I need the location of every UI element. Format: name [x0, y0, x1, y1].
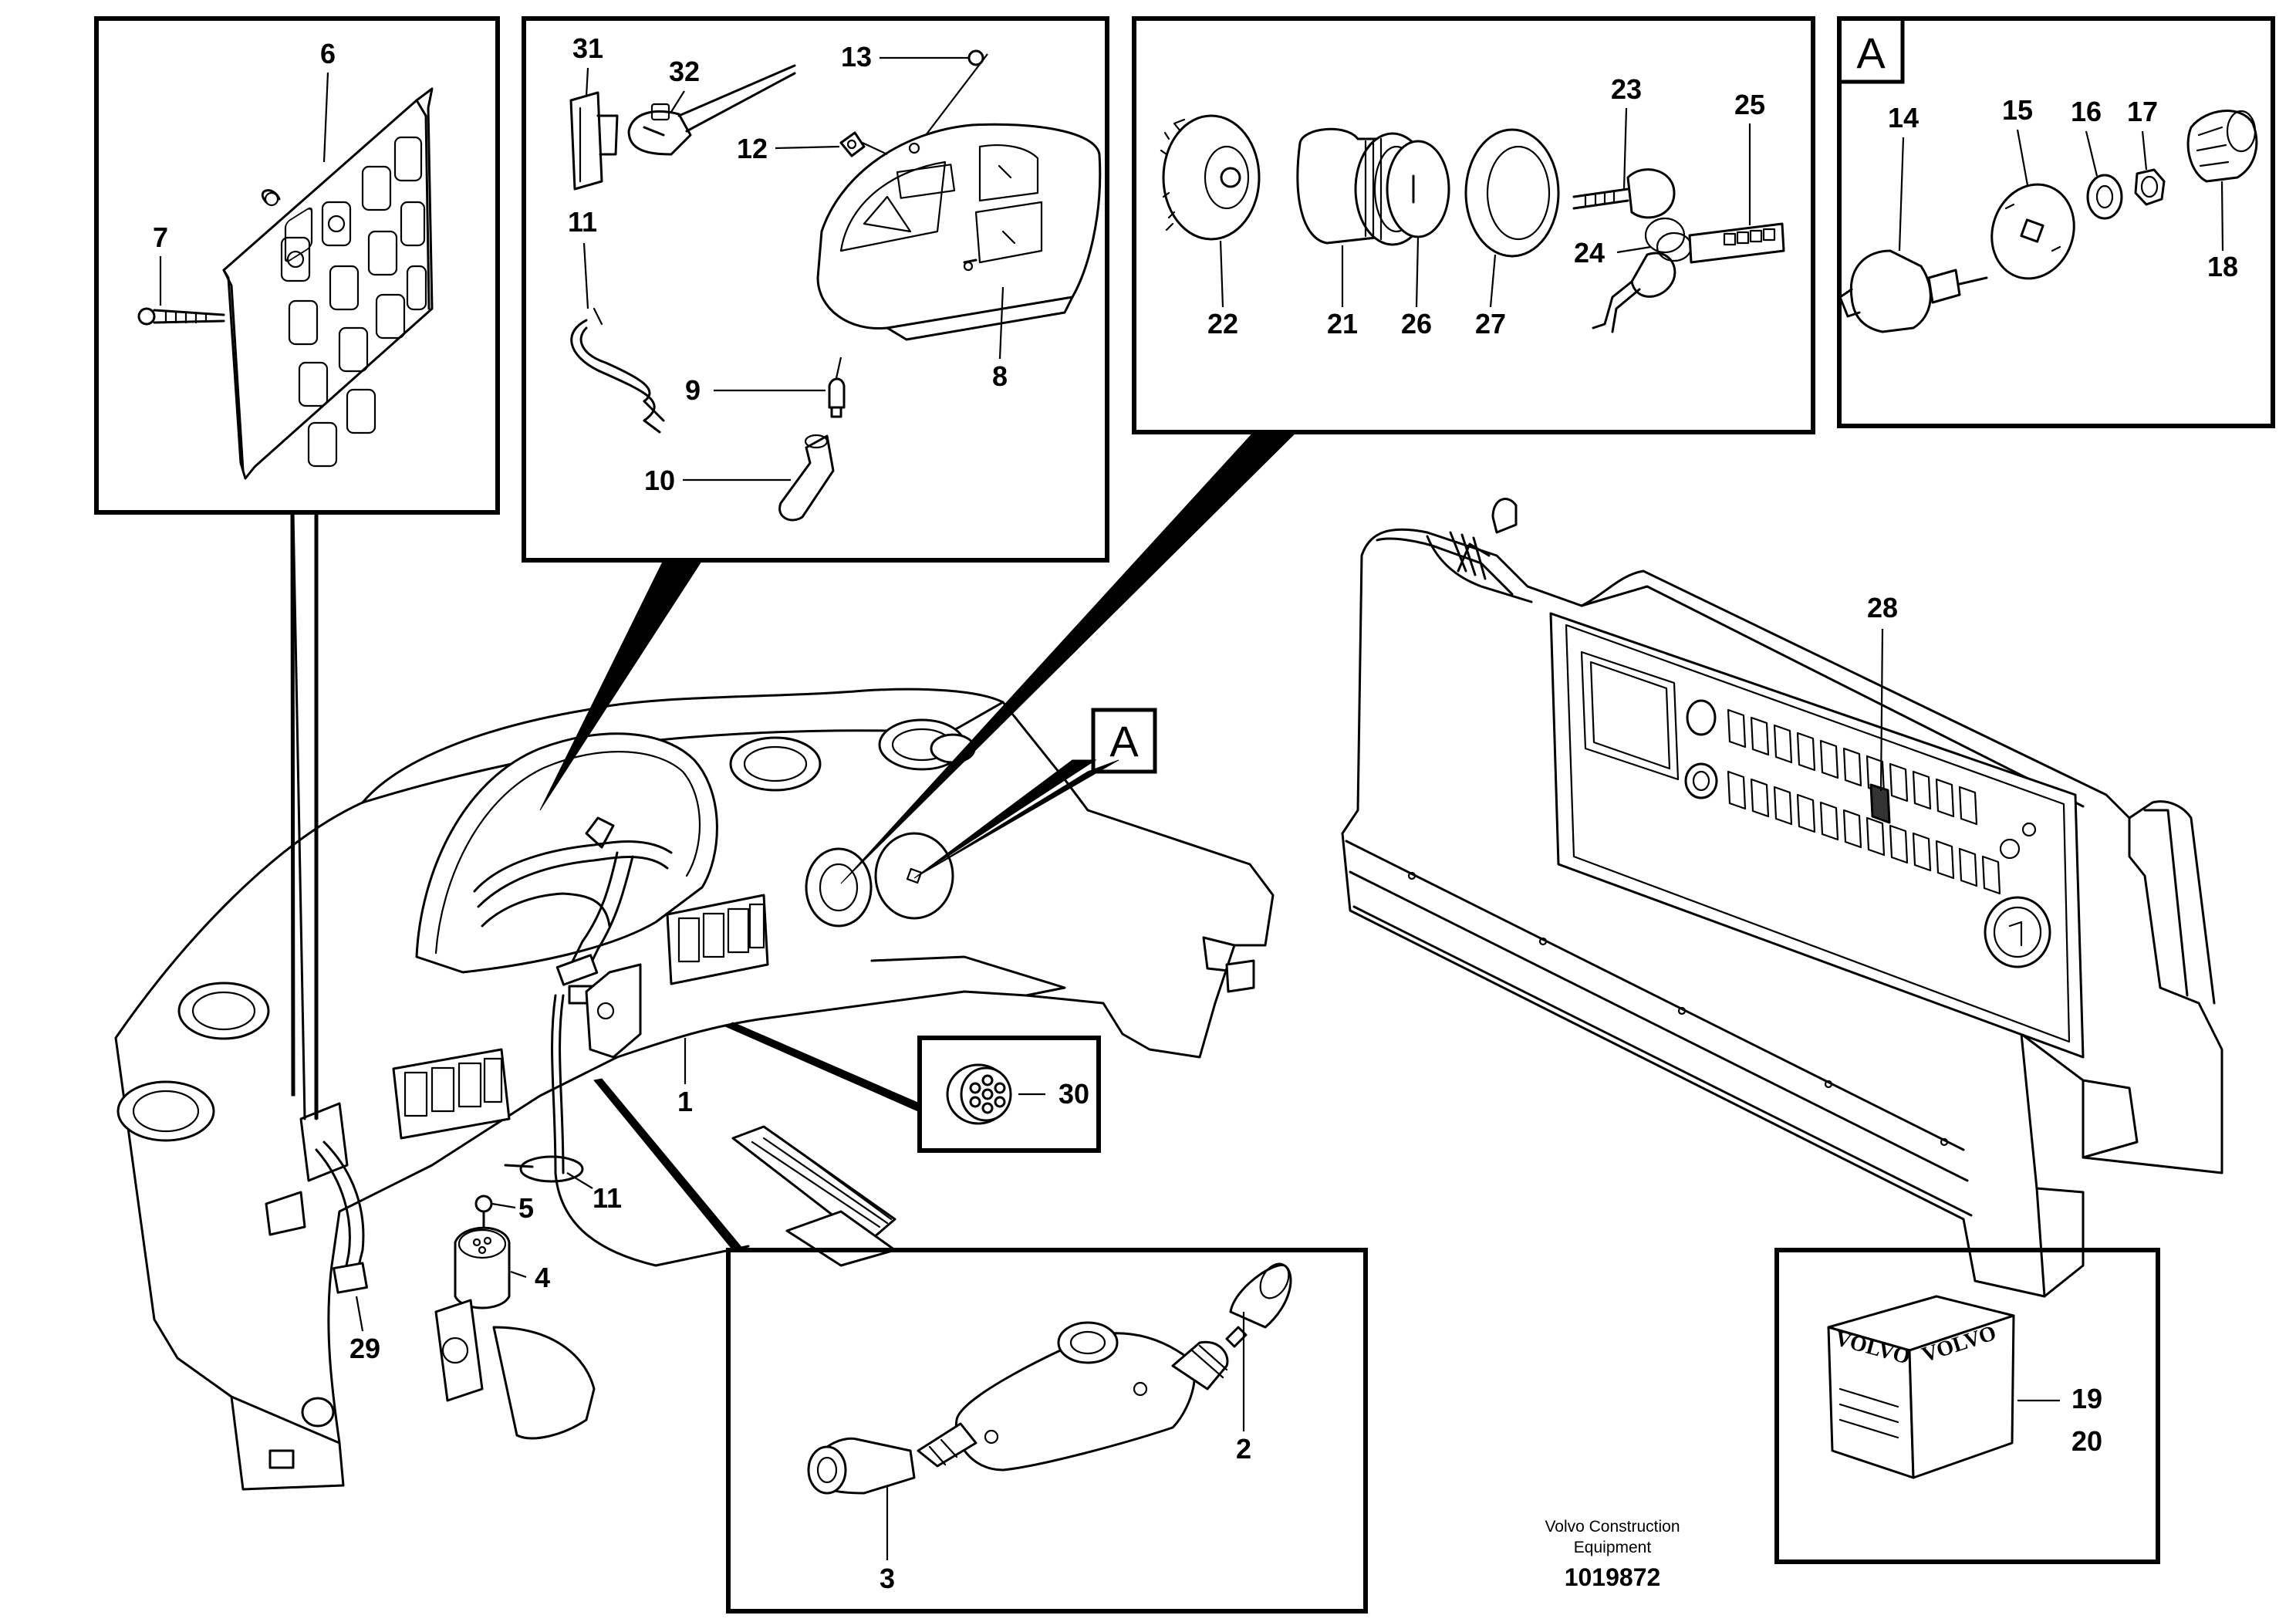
gear-selector-icon — [807, 1262, 1292, 1495]
dashboard-letter-a: A — [1109, 717, 1139, 765]
label-18: 18 — [2207, 251, 2238, 282]
detail-box-a-rotary-switch: A 14 15 — [1837, 16, 2275, 428]
label-16: 16 — [2071, 96, 2102, 127]
parts-kit-box-icon: VOLVO VOLVO — [1827, 1295, 2015, 1479]
label-11-lower: 11 — [593, 1182, 622, 1214]
label-3: 3 — [880, 1563, 895, 1594]
bulb-holder-icon — [778, 434, 835, 522]
cluster-housing-icon — [415, 732, 718, 1005]
label-5: 5 — [518, 1192, 534, 1224]
detail-box-volvo-kit: VOLVO VOLVO 19 20 — [1774, 1248, 2160, 1564]
label-32: 32 — [669, 56, 700, 87]
air-vent-icon — [116, 718, 976, 1142]
detail-letter-a: A — [1856, 29, 1886, 77]
rotary-switch-icon — [1838, 249, 1988, 333]
switch-panel-assembly — [1341, 498, 2223, 1298]
label-21: 21 — [1327, 308, 1358, 340]
connector-icon — [569, 91, 619, 191]
nut-icon — [2134, 168, 2166, 206]
bezel-ring-icon — [1464, 128, 1560, 258]
lock-cap-icon — [1386, 140, 1450, 238]
knob-icon — [2186, 110, 2258, 183]
label-24: 24 — [1574, 237, 1605, 269]
screw-icon — [137, 307, 225, 326]
detail-box-ignition: 22 21 26 27 23 25 24 — [1132, 16, 1815, 434]
label-14: 14 — [1888, 102, 1919, 133]
callout-pointers — [290, 431, 1298, 1120]
label-23: 23 — [1611, 73, 1642, 105]
sensor-icon — [434, 1195, 596, 1440]
label-20: 20 — [2071, 1425, 2102, 1457]
label-2: 2 — [1236, 1433, 1251, 1465]
instrument-cluster-icon — [816, 123, 1102, 341]
label-19: 19 — [2071, 1383, 2102, 1414]
cable-tie-icon — [570, 307, 665, 434]
label-15: 15 — [2002, 94, 2033, 126]
label-1: 1 — [677, 1086, 693, 1117]
holder-icon — [627, 64, 796, 156]
clip-icon — [839, 131, 866, 157]
label-26: 26 — [1401, 308, 1432, 340]
switch-panel-icon — [222, 87, 434, 480]
label-31: 31 — [572, 32, 603, 64]
key-tag-icon — [1688, 222, 1785, 264]
pedal-icon — [731, 1125, 896, 1267]
key-icon — [1572, 168, 1693, 333]
ignition-switch-icon — [1160, 114, 1261, 241]
washer-icon — [2086, 174, 2123, 220]
bulb-icon — [828, 377, 846, 418]
label-17: 17 — [2127, 96, 2158, 127]
label-10: 10 — [644, 465, 675, 496]
label-13: 13 — [841, 41, 872, 73]
label-25: 25 — [1734, 89, 1765, 120]
label-22: 22 — [1207, 308, 1238, 340]
footer-company-line1: Volvo Construction — [1545, 1518, 1680, 1536]
document-number: 1019872 — [1565, 1563, 1661, 1591]
connector-plug-icon — [946, 1063, 1012, 1125]
label-8: 8 — [992, 360, 1008, 392]
label-4: 4 — [535, 1262, 550, 1293]
label-30: 30 — [1059, 1078, 1089, 1110]
label-28: 28 — [1867, 592, 1898, 623]
label-29: 29 — [349, 1333, 380, 1364]
label-11-upper: 11 — [568, 206, 597, 238]
switch-bank-icon — [392, 894, 769, 1140]
detail-box-switch-panel: 6 7 — [94, 16, 500, 515]
detail-box-gear-selector: 2 3 — [726, 1248, 1368, 1614]
label-9: 9 — [685, 374, 701, 406]
dashboard-ref-a: A — [1091, 708, 1157, 774]
detail-box-connector: 30 — [724, 1022, 1101, 1153]
label-6: 6 — [320, 38, 336, 69]
label-27: 27 — [1475, 308, 1506, 340]
label-7: 7 — [153, 221, 168, 253]
detail-box-instrument-cluster: 13 12 31 32 — [522, 16, 1109, 563]
footer-company-line2: Equipment — [1574, 1539, 1652, 1556]
dashboard-main — [114, 688, 1275, 1491]
cable-tie-dash-icon — [504, 1155, 584, 1183]
switch-plate-icon — [1990, 183, 2075, 280]
label-12: 12 — [737, 133, 768, 164]
